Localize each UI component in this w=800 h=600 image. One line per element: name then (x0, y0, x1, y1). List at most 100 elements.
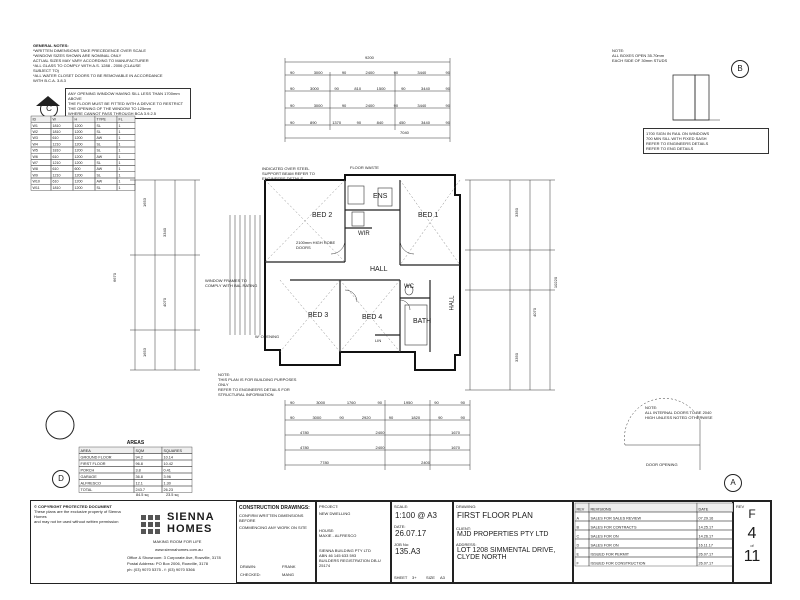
marker-a-label: A (730, 478, 736, 487)
dim-value: 90 (339, 415, 344, 420)
dim-value: 90 (377, 400, 382, 405)
job-label: JOB No: (394, 542, 410, 547)
job-value: 135.A3 (395, 547, 421, 556)
dim-left: 1653 (141, 348, 147, 357)
project-value: NEW DWELLING (319, 511, 351, 516)
dim-value: 90 (460, 400, 465, 405)
company-tagline: MAKING ROOM FOR LIFE (153, 539, 202, 544)
revisions-cell: D (577, 543, 580, 547)
plan-note-stair: W' OPENING (255, 334, 280, 339)
areas-cell: 243.7 (136, 488, 146, 492)
dim-value: 1950 (403, 400, 413, 405)
dim-value: 3440 (421, 86, 430, 91)
window-schedule-cell: 1 (119, 155, 121, 159)
dim-value: 2920 (361, 415, 371, 420)
general-notes-title: GENERAL NOTES: (33, 43, 69, 48)
construction-sub1: CONFIRM WRITTEN DIMENSIONS BEFORE (239, 513, 304, 523)
dim-value: 90 (401, 86, 406, 91)
window-schedule-cell: W1 (33, 124, 38, 128)
window-schedule-cell: 1 (119, 161, 121, 165)
section-marker-d: D (52, 470, 70, 488)
areas-cell: TOTAL (81, 488, 93, 492)
checked-label: CHECKED: (240, 572, 261, 577)
door-clearance-label: DOOR OPENING (646, 462, 678, 467)
dim-value: 1760 (346, 400, 356, 405)
window-note-line: WHERE CANNOT PASS THROUGH BCA 3.9.2.5 (68, 111, 157, 116)
facade-value: MAXIE - ALFRESCO (319, 533, 357, 538)
builder-line: BUILDERS REGISTRATION DB-U 25174 (319, 558, 381, 568)
revisions-cell: A (577, 516, 580, 520)
plan-note-bottom: NOTE: THIS PLAN IS FOR BUILDING PURPOSES… (218, 372, 308, 397)
date-label: DATE: (394, 524, 406, 529)
company-logo-block: SIENNA HOMES MAKING ROOM FOR LIFE www.si… (127, 509, 231, 579)
window-schedule-cell: W2 (33, 130, 38, 134)
company-web[interactable]: www.siennahomes.com.au (155, 547, 203, 552)
dim-value: 90 (290, 120, 295, 125)
door-clearance-detail (624, 398, 701, 470)
legend-box: 1700 SIGN IN RAIL ON WINDOWS 700 MIN SIL… (643, 128, 769, 154)
rev-label: REV (736, 504, 745, 509)
builder-line: ABN 46 145 633 593 (319, 553, 357, 558)
dim-value: 3440 (421, 120, 430, 125)
plan-note-bottom-line: NOTE: (218, 372, 231, 377)
dim-value: 3000 (316, 400, 326, 405)
legend-row: REFER TO ENG DETAILS (646, 146, 694, 151)
window-schedule-cell: W10 (33, 180, 40, 184)
copyright-note: © COPYRIGHT PROTECTED DOCUMENT These pla… (34, 504, 129, 524)
dim-top-row: 90 3000 90 810 1500 90 3440 90 (290, 86, 450, 91)
revisions-cell: 16.11.17 (699, 543, 714, 547)
dim-left: 3340 (161, 228, 167, 237)
dim-value: 90 (341, 103, 347, 108)
areas-cell: GARAGE (81, 475, 98, 479)
revisions-cell: 07.29.16 (699, 516, 714, 520)
section-marker-b: B (731, 60, 749, 78)
areas-cell: 3.8 (136, 468, 141, 472)
dim-value: 90 (445, 70, 450, 75)
window-schedule-header: TYPE (97, 118, 107, 122)
revisions-cell: C (577, 534, 580, 538)
window-note-line: THE OPENING OF THE WINDOW TO 125mm (68, 106, 151, 111)
section-marker-a: A (724, 474, 742, 492)
bottom-dimension-lines (284, 400, 471, 470)
dim-bottom-row: 90 3000 1760 90 1950 90 90 (290, 400, 465, 405)
dim-value: 90 (356, 120, 362, 125)
general-notes: GENERAL NOTES: *WRITTEN DIMENSIONS TAKE … (33, 43, 183, 83)
dim-value: 90 (290, 400, 295, 405)
dim-value: 2400 (375, 430, 385, 435)
areas-cell: GROUND FLOOR (81, 455, 112, 459)
general-notes-line: WITH B.C.A. 3.8.3 (33, 78, 66, 83)
revisions-cell: SALES FOR ON (591, 543, 619, 547)
construction-title: CONSTRUCTION DRAWINGS: (239, 505, 310, 511)
window-schedule-cell: W8 (33, 167, 38, 171)
north-arrow-icon (45, 410, 75, 440)
room-label-wc: WC (404, 284, 414, 290)
window-schedule-cell: SL (97, 130, 101, 134)
dim-value: 1370 (332, 120, 342, 125)
revisions-cell: ISSUED FOR CONSTRUCTION (591, 561, 646, 565)
top-dimension-lines (284, 58, 451, 142)
room-label-linen: LIN (375, 338, 382, 343)
dim-value: 890 (309, 120, 317, 125)
window-schedule-cell: 1200 (75, 142, 83, 146)
dim-left: 4070 (161, 298, 167, 307)
revisions-cell: B (577, 525, 580, 529)
dim-value: 3000 (313, 103, 323, 108)
window-schedule-cell: W7 (33, 161, 38, 165)
outer-walls (264, 174, 461, 371)
right-dimension-lines (465, 179, 555, 391)
rev-value: F (748, 507, 756, 521)
revisions-header: REV (577, 507, 585, 511)
plan-note-robe: 2100mm HIGH ROBE DOORS (296, 240, 336, 250)
dim-value: 450 (398, 120, 406, 125)
sheet-number: 4 (747, 525, 757, 542)
dim-value: 1500 (376, 86, 386, 91)
revisions-cell: 26.07.17 (699, 561, 714, 565)
legend-row: REFER TO ENGINEERS DETAILS (646, 141, 709, 146)
areas-cell: FIRST FLOOR (81, 462, 106, 466)
scale-value: 1:100 @ A3 (395, 511, 437, 520)
areas-cell: 0.41 (164, 468, 171, 472)
dim-value: 90 (290, 70, 295, 75)
window-schedule-cell: SL (97, 142, 101, 146)
